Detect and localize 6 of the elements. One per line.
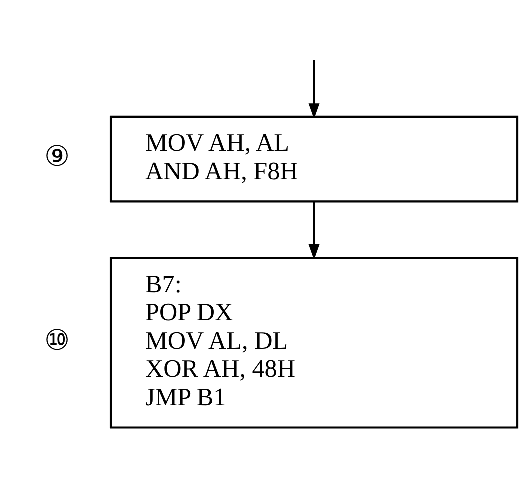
arrow bbox=[308, 201, 320, 260]
arrow bbox=[308, 60, 320, 119]
node-box: B7: POP DX MOV AL, DL XOR AH, 48H JMP B1 bbox=[110, 256, 519, 428]
node-box: MOV AH, AL AND AH, F8H bbox=[110, 115, 519, 202]
node-label: ⑨ bbox=[44, 142, 70, 173]
node-label: ⑩ bbox=[44, 325, 70, 356]
